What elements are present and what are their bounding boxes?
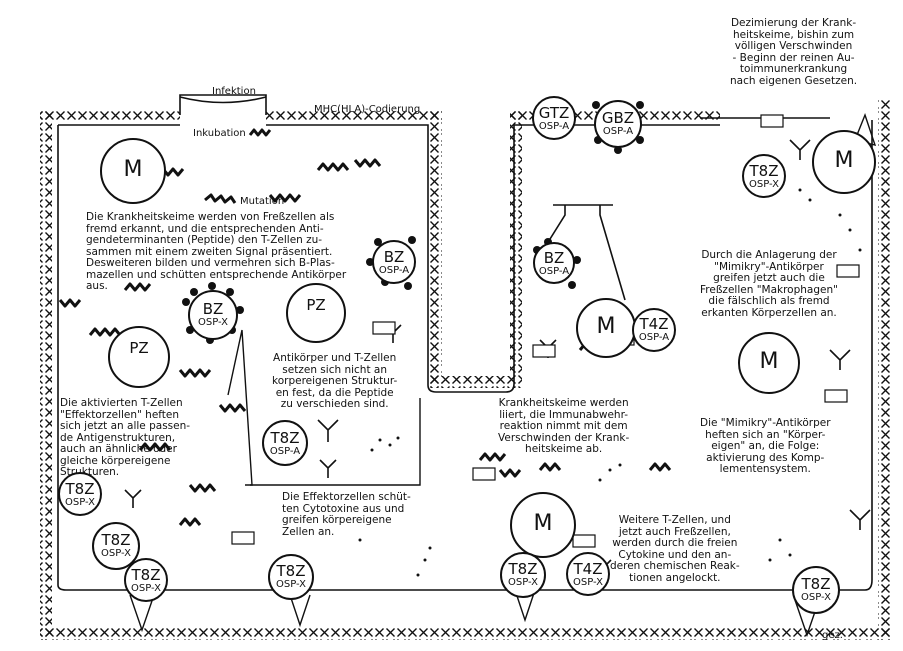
infection-entry	[179, 94, 267, 115]
text-step-1: Die Krankheitskeime werden von Freßzelle…	[86, 211, 347, 292]
label-mutation: Mutation	[240, 196, 285, 207]
bcell-receptors	[182, 101, 644, 344]
text-step-6: Weitere T-Zellen, und jetzt auch Freßzel…	[610, 514, 740, 584]
text-step-3: Die aktivierten T-Zellen "Effektorzellen…	[60, 397, 191, 478]
text-step-9: Die "Mimikry"-Antikörper heften sich an …	[700, 417, 831, 475]
macrophage-cell: M	[100, 138, 166, 204]
signature: gez.	[822, 630, 843, 641]
text-step-7: Dezimierung der Krank- heitskeime, bishi…	[730, 17, 858, 87]
macrophage-cell-5: M	[738, 332, 800, 394]
label-inkubation: Inkubation	[193, 128, 246, 139]
macrophage-cell-4: M	[812, 130, 876, 194]
label-mhc: MHC(HLA)-Codierung	[314, 104, 421, 115]
label-infektion: Infektion	[212, 86, 256, 97]
macrophage-cell-3: M	[510, 492, 576, 558]
text-step-2: Antikörper und T-Zellen setzen sich nich…	[272, 352, 398, 410]
spike-shape	[227, 329, 253, 486]
plasma-cell-1: PZ	[286, 283, 346, 343]
text-step-4: Die Effektorzellen schüt- ten Cytotoxine…	[282, 491, 411, 538]
text-step-8: Durch die Anlagerung der "Mimikry"-Antik…	[700, 249, 838, 319]
cytokine-dots	[358, 188, 862, 577]
macrophage-cell-2: M	[576, 298, 636, 358]
plasma-cell-2: PZ	[108, 326, 170, 388]
text-step-5: Krankheitskeime werden liiert, die Immun…	[498, 397, 630, 455]
